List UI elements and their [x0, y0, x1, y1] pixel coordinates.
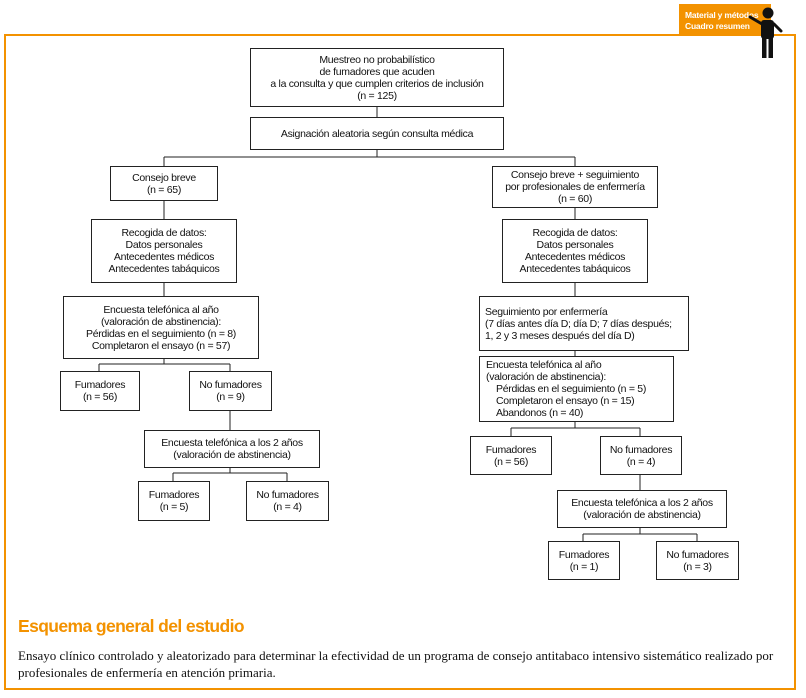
box-text-line: (n = 4) — [273, 501, 302, 513]
nursing-followup-box: Seguimiento por enfermería(7 días antes … — [479, 296, 689, 351]
figure-title: Esquema general del estudio — [18, 616, 245, 636]
box-text-line: (n = 56) — [82, 391, 118, 403]
box-text-line: (n = 3) — [683, 560, 712, 573]
box-text-line: No fumadores — [666, 548, 729, 561]
box-text-line: Pérdidas en el seguimiento (n = 5) — [496, 383, 647, 395]
right-nonsmokers-1-year-box: No fumadores(n = 4) — [600, 436, 682, 475]
box-text-line: Abandonos (n = 40) — [496, 407, 584, 419]
box-text-line: (n = 5) — [159, 501, 189, 513]
right-nonsmokers-2-years-box: No fumadores(n = 3) — [656, 541, 739, 580]
box-text-line: de fumadores que acuden — [319, 65, 435, 78]
box-text-line: Seguimiento por enfermería — [485, 305, 608, 318]
box-text-line: Antecedentes tabáquicos — [108, 263, 220, 275]
box-text-line: Encuesta telefónica a los 2 años — [161, 437, 303, 449]
box-text-line: (valoración de abstinencia): — [100, 315, 221, 328]
right-smokers-1-year-box: Fumadores(n = 56) — [470, 436, 552, 475]
box-text-line: Antecedentes médicos — [524, 251, 626, 263]
box-text-line: Recogida de datos: — [121, 227, 207, 239]
box-text-line: (n = 60) — [557, 193, 593, 205]
box-text-line: No fumadores — [609, 443, 673, 456]
box-text-line: (n = 9) — [216, 391, 245, 403]
box-text-line: Recogida de datos: — [532, 227, 618, 239]
section-tag-line2: Cuadro resumen — [685, 21, 750, 31]
box-text-line: (n = 56) — [493, 455, 529, 468]
box-text-line: Antecedentes médicos — [113, 251, 215, 263]
box-text-line: Fumadores — [485, 443, 537, 456]
box-text-line: (7 días antes día D; día D; 7 días despu… — [485, 317, 672, 330]
brief-advice-group-box: Consejo breve(n = 65) — [110, 166, 218, 201]
box-text-line: Fumadores — [148, 489, 200, 501]
box-text-line: por profesionales de enfermería — [505, 181, 645, 193]
randomization-box: Asignación aleatoria según consulta médi… — [250, 117, 504, 150]
box-text-line: (n = 125) — [357, 89, 397, 102]
box-text-line: a la consulta y que cumplen criterios de… — [270, 77, 484, 90]
left-smokers-2-years-box: Fumadores(n = 5) — [138, 481, 210, 521]
box-text-line: Muestreo no probabilístico — [319, 53, 435, 66]
pointing-person-icon — [748, 7, 783, 58]
left-nonsmokers-1-year-box: No fumadores(n = 9) — [189, 371, 272, 411]
content-frame — [4, 34, 796, 690]
section-tag-line1: Material y métodos — [685, 10, 759, 20]
right-smokers-2-years-box: Fumadores(n = 1) — [548, 541, 620, 580]
box-text-line: (n = 1) — [569, 560, 599, 573]
left-survey-2-years-box: Encuesta telefónica a los 2 años(valorac… — [144, 430, 320, 468]
box-text-line: Consejo breve + seguimiento — [510, 169, 640, 181]
box-text-line: Pérdidas en el seguimiento (n = 8) — [85, 327, 237, 340]
left-nonsmokers-2-years-box: No fumadores(n = 4) — [246, 481, 329, 521]
right-survey-1-year-box: Encuesta telefónica al año(valoración de… — [479, 356, 674, 422]
box-text-line: Encuesta telefónica a los 2 años — [571, 497, 713, 509]
box-text-line: 1, 2 y 3 meses después del día D) — [485, 329, 635, 342]
box-text-line: Completaron el ensayo (n = 15) — [496, 395, 635, 407]
box-text-line: Consejo breve — [132, 171, 196, 184]
box-text-line: (n = 4) — [626, 455, 656, 468]
box-text-line: (valoración de abstinencia): — [486, 371, 607, 383]
box-text-line: (n = 65) — [146, 183, 182, 196]
box-text-line: Fumadores — [558, 548, 610, 561]
box-text-line: Datos personales — [125, 239, 203, 251]
box-text-line: Completaron el ensayo (n = 57) — [91, 339, 231, 352]
left-survey-1-year-box: Encuesta telefónica al año(valoración de… — [63, 296, 259, 359]
box-text-line: (valoración de abstinencia) — [583, 509, 701, 521]
figure-caption: Ensayo clínico controlado y aleatorizado… — [18, 648, 774, 680]
box-text-line: Encuesta telefónica al año — [103, 303, 219, 316]
box-text-line: Antecedentes tabáquicos — [519, 263, 631, 275]
box-text-line: Encuesta telefónica al año — [486, 359, 602, 371]
right-survey-2-years-box: Encuesta telefónica a los 2 años(valorac… — [557, 490, 727, 528]
box-text-line: Fumadores — [74, 379, 126, 391]
box-text-line: Asignación aleatoria según consulta médi… — [280, 127, 474, 140]
box-text-line: No fumadores — [256, 489, 319, 501]
left-smokers-1-year-box: Fumadores(n = 56) — [60, 371, 140, 411]
box-text-line: Datos personales — [536, 239, 614, 251]
box-text-line: No fumadores — [199, 379, 262, 391]
box-text-line: (valoración de abstinencia) — [173, 449, 291, 461]
